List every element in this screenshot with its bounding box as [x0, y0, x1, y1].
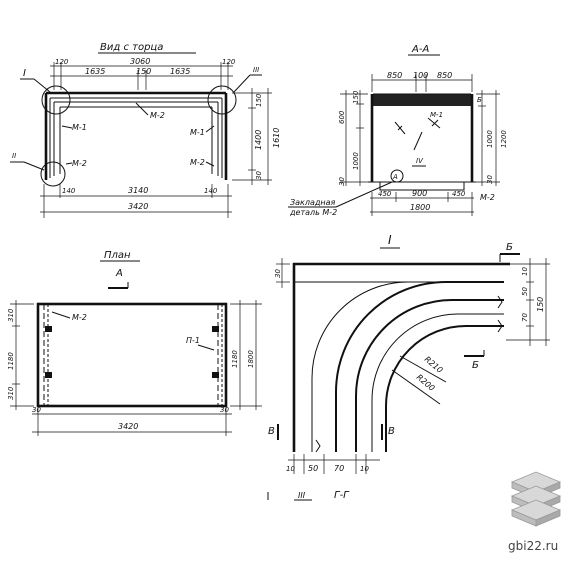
node-i-dim-bottom-3: 10 — [360, 465, 369, 473]
end-view-dim-bottom-3: 3420 — [128, 202, 148, 211]
node-i-title: I — [388, 233, 392, 247]
section-aa-callout-m1: М-1 — [430, 111, 443, 119]
node-i-dim-right-1: 50 — [521, 287, 529, 296]
node-i-mark-v-left: В — [268, 426, 275, 437]
end-view-label-m2-left: М-2 — [72, 159, 87, 168]
section-aa-view: А-А 850 100 850 М-1 IV А 150 6 — [288, 44, 508, 217]
plan-dim-bottom-2: 30 — [220, 406, 229, 414]
plan-dim-left-1: 1180 — [7, 352, 15, 370]
end-view-dim-top-1: 3060 — [130, 57, 150, 66]
end-view-dim-top-2: 1635 — [85, 67, 105, 76]
end-view-dim-bottom-1: 3140 — [128, 186, 148, 195]
section-aa-title: А-А — [411, 44, 429, 55]
node-i-dim-bottom-0: 10 — [286, 465, 295, 473]
plan-dim-left-2: 310 — [7, 386, 15, 400]
watermark-site[interactable]: gbi22.ru — [508, 539, 558, 553]
node-i-radius-210: R210 — [423, 355, 445, 375]
section-aa-dim-top-0: 850 — [387, 71, 402, 80]
section-aa-dim-left-1: 600 — [338, 110, 346, 124]
node-i-mark-gg: Г-Г — [334, 490, 350, 501]
end-view-dim-bottom-0: 140 — [62, 187, 76, 195]
end-view-label-m2-right: М-2 — [190, 158, 205, 167]
end-view-dim-top-5: 120 — [222, 58, 236, 66]
node-i-mark-iii: III — [298, 491, 306, 500]
logo-stack-icon — [510, 471, 562, 527]
section-aa-dim-bottom-2: 450 — [452, 190, 466, 198]
node-i-radius-200: R200 — [415, 373, 437, 393]
end-view-dim-right-3: 30 — [255, 171, 263, 180]
plan-dim-left-0: 310 — [7, 308, 15, 322]
node-i-mark-b-bottom: Б — [472, 360, 479, 371]
end-view-dim-bottom-2: 140 — [204, 187, 218, 195]
node-i-dim-right-2: 70 — [521, 313, 529, 322]
section-aa-dim-right-1: 1200 — [500, 130, 508, 148]
plan-dim-right-1: 1800 — [247, 350, 255, 368]
plan-title: План — [104, 250, 131, 261]
end-view-dim-right-1: 1610 — [272, 128, 281, 148]
plan-section-mark: А — [115, 268, 123, 279]
plan-dim-bottom-0: 30 — [32, 406, 41, 414]
section-aa-dim-left-3: 30 — [338, 177, 346, 186]
section-aa-hatched-top — [373, 94, 471, 106]
end-view-label-m1-right: М-1 — [190, 128, 205, 137]
end-view-dim-top-4: 1635 — [170, 67, 190, 76]
end-view-title: Вид с торца — [100, 42, 163, 53]
node-i-view: I Б R210 R200 Б В В — [267, 233, 550, 501]
end-view-dim-right-0: 150 — [255, 93, 263, 107]
end-view-dim-right-2: 1400 — [254, 130, 263, 150]
node-i-dim-right-3: 150 — [536, 297, 545, 312]
end-view: Вид с торца 120 3060 1635 150 1635 120 — [10, 42, 281, 218]
node-i-mark-b-top: Б — [506, 242, 513, 253]
section-aa-dim-left-2: 1000 — [352, 152, 360, 170]
plan-callout-p1: П-1 — [186, 336, 200, 345]
section-aa-dim-bottom-1: 900 — [412, 189, 427, 198]
section-aa-callout-m2: М-2 — [480, 193, 495, 202]
section-aa-callout-b: Б — [477, 96, 482, 104]
section-aa-dim-bottom-3: 1800 — [410, 203, 430, 212]
node-i-dim-bottom-2: 70 — [334, 464, 344, 473]
node-i-dim-bottom-1: 50 — [308, 464, 318, 473]
watermark: gbi22.ru — [508, 471, 562, 553]
plan-dim-bottom-1: 3420 — [118, 422, 138, 431]
section-aa-callout-iv: IV — [416, 157, 424, 165]
section-aa-note-line2: деталь М-2 — [289, 208, 337, 217]
section-aa-note-line1: Закладная — [290, 198, 336, 207]
plan-callout-m2: М-2 — [72, 313, 87, 322]
end-view-label-m1-left: М-1 — [72, 123, 87, 132]
end-view-dim-top-3: 150 — [136, 67, 151, 76]
plan-dim-right-0: 1180 — [231, 350, 239, 368]
end-view-label-m2-top: М-2 — [150, 111, 165, 120]
node-i-dim-left-0: 30 — [274, 269, 282, 278]
end-view-callout-ii: II — [12, 152, 16, 160]
section-aa-callout-a: А — [392, 173, 398, 181]
section-aa-dim-left-0: 150 — [352, 90, 360, 104]
end-view-callout-i: I — [23, 68, 26, 79]
plan-view: План А М-2 П-1 310 1180 310 1180 — [7, 250, 262, 436]
section-aa-dim-top-1: 100 — [413, 71, 428, 80]
end-view-dim-top-0: 120 — [55, 58, 69, 66]
node-i-mark-v-right: В — [388, 426, 395, 437]
section-aa-dim-bottom-0: 450 — [378, 190, 392, 198]
end-view-callout-iii: III — [253, 66, 259, 74]
section-aa-dim-right-2: 30 — [486, 175, 494, 184]
section-aa-dim-top-2: 850 — [437, 71, 452, 80]
section-aa-dim-right-0: 1000 — [486, 130, 494, 148]
node-i-dim-right-0: 10 — [521, 267, 529, 276]
